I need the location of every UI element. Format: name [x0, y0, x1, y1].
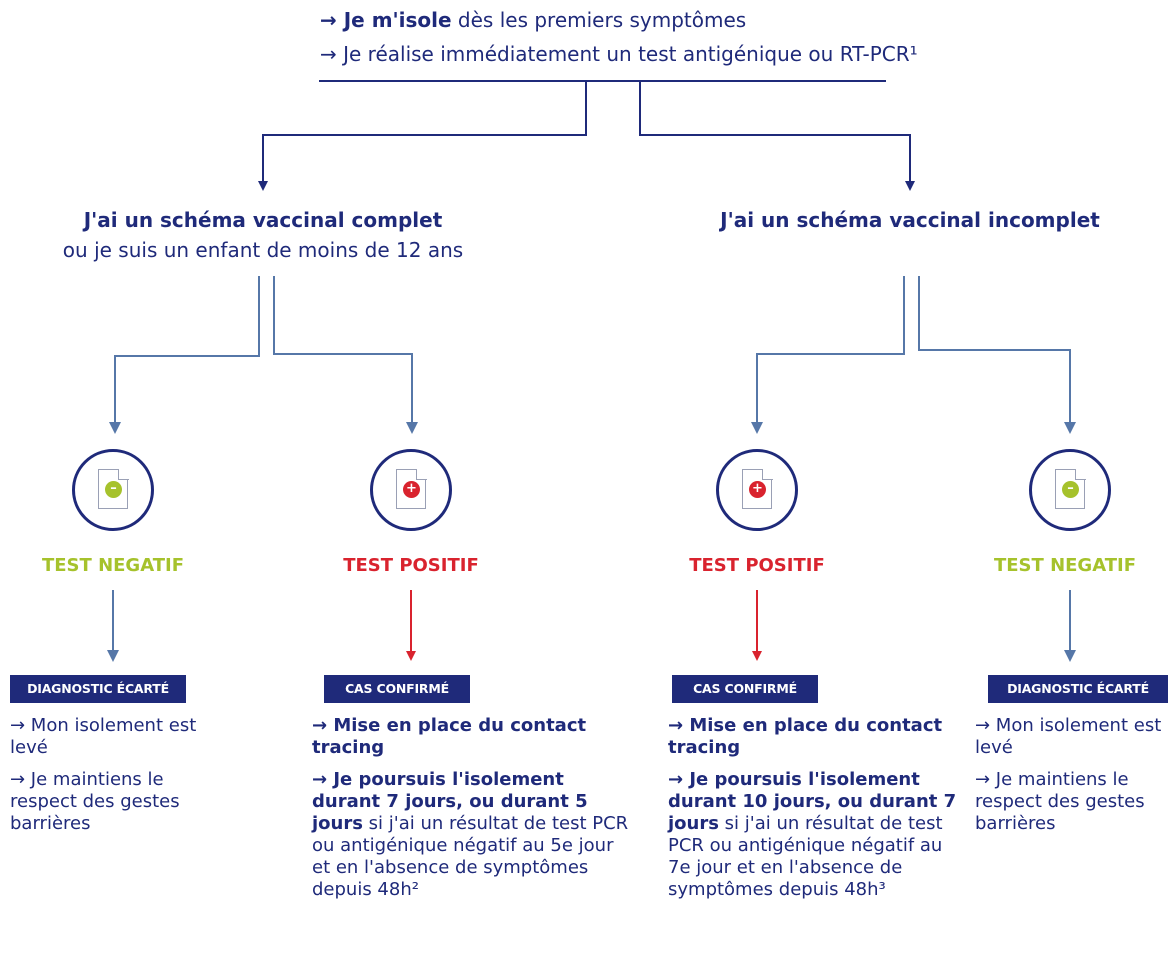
outcome-4-details: → Mon isolement est levé → Je maintiens … [975, 715, 1173, 845]
document-icon: + [396, 468, 427, 509]
header-isolate-rest: dès les premiers symptômes [451, 8, 747, 32]
outcome-2-text-2-rest: si j'ai un résultat de test PCR ou antig… [312, 813, 629, 900]
outcome-3-details: → Mise en place du contact tracing → Je … [668, 715, 970, 911]
connector-right-negative [918, 276, 1076, 434]
connector-right-positive [751, 276, 905, 434]
test-result-icon-negative: – [72, 449, 154, 531]
header-line-1: → Je m'isole dès les premiers symptômes [320, 6, 746, 34]
outcome-2-result: TEST POSITIF [343, 555, 479, 576]
minus-icon: – [105, 481, 122, 498]
outcome-3-badge: CAS CONFIRMÉ [672, 675, 818, 703]
test-result-icon-negative: – [1029, 449, 1111, 531]
outcome-3-text-1: → Mise en place du contact tracing [668, 715, 943, 758]
outcome-4-result: TEST NEGATIF [993, 555, 1137, 576]
test-result-icon-positive: + [716, 449, 798, 531]
outcome-2-text-2-bold: → Je poursuis l'isolement durant 7 jours… [312, 769, 588, 834]
outcome-4-text-2: → Je maintiens le respect des gestes bar… [975, 769, 1145, 834]
connector-to-complete [258, 81, 587, 191]
header-isolate-bold: → Je m'isole [320, 8, 452, 32]
outcome-1-result: TEST NEGATIF [41, 555, 185, 576]
connector-left-negative [109, 276, 260, 434]
plus-icon: + [749, 481, 766, 498]
outcome-1-details: → Mon isolement est levé → Je maintiens … [10, 715, 215, 845]
connector-left-positive [273, 276, 418, 434]
outcome-2-text-1: → Mise en place du contact tracing [312, 715, 587, 758]
plus-icon: + [403, 481, 420, 498]
outcome-3-text-2: → Je poursuis l'isolement durant 10 jour… [668, 769, 970, 901]
branch-complete: J'ai un schéma vaccinal complet ou je su… [0, 205, 536, 265]
outcome-3-result: TEST POSITIF [689, 555, 825, 576]
connector-to-incomplete [639, 81, 915, 191]
outcome-1-badge: DIAGNOSTIC ÉCARTÉ [10, 675, 186, 703]
outcome-2-badge: CAS CONFIRMÉ [324, 675, 470, 703]
outcome-2-details: → Mise en place du contact tracing → Je … [312, 715, 632, 911]
branch-complete-subtitle: ou je suis un enfant de moins de 12 ans [62, 238, 464, 262]
minus-icon: – [1062, 481, 1079, 498]
outcome-4-text-1: → Mon isolement est levé [975, 715, 1162, 758]
outcome-1-text-1: → Mon isolement est levé [10, 715, 197, 758]
outcome-4-badge: DIAGNOSTIC ÉCARTÉ [988, 675, 1168, 703]
outcome-1-text-2: → Je maintiens le respect des gestes bar… [10, 769, 180, 834]
outcome-3-text-2-bold: → Je poursuis l'isolement durant 10 jour… [668, 769, 957, 834]
header-line-2: → Je réalise immédiatement un test antig… [320, 42, 918, 66]
test-result-icon-positive: + [370, 449, 452, 531]
outcome-3-text-2-rest: si j'ai un résultat de test PCR ou antig… [668, 813, 943, 900]
document-icon: + [742, 468, 773, 509]
document-icon: – [98, 468, 129, 509]
branch-incomplete-title: J'ai un schéma vaccinal incomplet [720, 208, 1100, 232]
document-icon: – [1055, 468, 1086, 509]
branch-complete-title: J'ai un schéma vaccinal complet [83, 208, 443, 232]
outcome-2-text-2: → Je poursuis l'isolement durant 7 jours… [312, 769, 632, 901]
